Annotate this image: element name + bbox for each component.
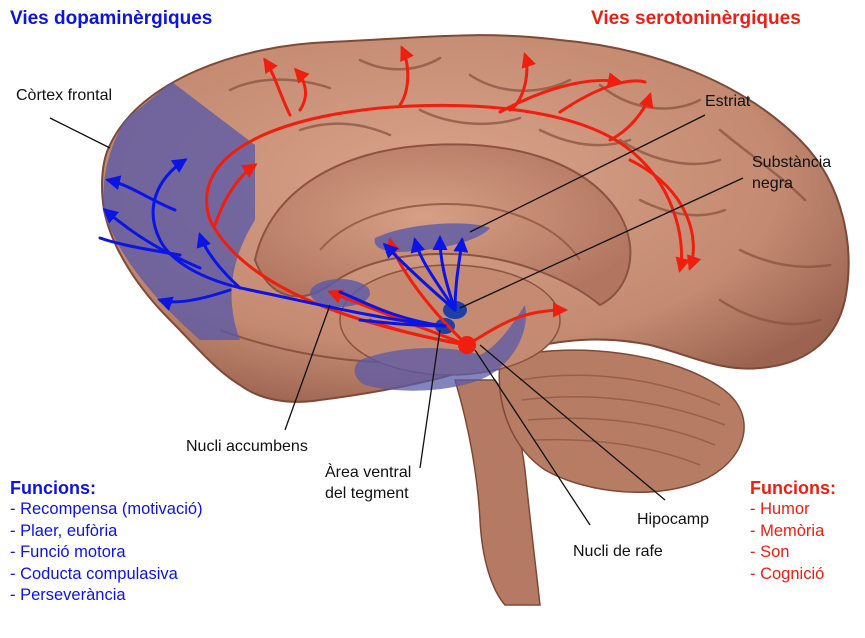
serotonin-function-item: - Memòria <box>750 521 836 543</box>
serotonin-functions: Funcions: - Humor - Memòria - Son - Cogn… <box>750 478 836 585</box>
dopamine-function-item: - Perseverància <box>10 585 203 607</box>
serotonin-function-item: - Cognició <box>750 564 836 586</box>
serotonin-function-item: - Son <box>750 542 836 564</box>
label-estriat: Estriat <box>705 92 750 111</box>
dopamine-function-item: - Funció motora <box>10 542 203 564</box>
dopamine-function-item: - Coducta compulasiva <box>10 564 203 586</box>
serotonin-functions-heading: Funcions: <box>750 478 836 499</box>
label-hipocamp: Hipocamp <box>637 510 709 529</box>
label-substancia-negra-line2: negra <box>752 174 793 193</box>
label-nucli-accumbens: Nucli accumbens <box>186 437 308 456</box>
dopamine-function-item: - Plaer, eufòria <box>10 521 203 543</box>
dopamine-title: Vies dopaminèrgiques <box>10 8 212 30</box>
dopamine-functions: Funcions: - Recompensa (motivació) - Pla… <box>10 478 203 607</box>
label-substancia-negra-line1: Substància <box>752 153 831 172</box>
label-area-ventral-line1: Àrea ventral <box>325 463 411 482</box>
serotonin-function-item: - Humor <box>750 499 836 521</box>
raphe-nucleus <box>458 336 476 354</box>
serotonin-title: Vies serotoninèrgiques <box>591 8 801 30</box>
dopamine-function-item: - Recompensa (motivació) <box>10 499 203 521</box>
dopamine-functions-heading: Funcions: <box>10 478 203 499</box>
label-area-ventral-line2: del tegment <box>325 484 409 503</box>
label-cortex-frontal: Còrtex frontal <box>16 86 112 105</box>
label-nucli-rafe: Nucli de rafe <box>573 542 663 561</box>
